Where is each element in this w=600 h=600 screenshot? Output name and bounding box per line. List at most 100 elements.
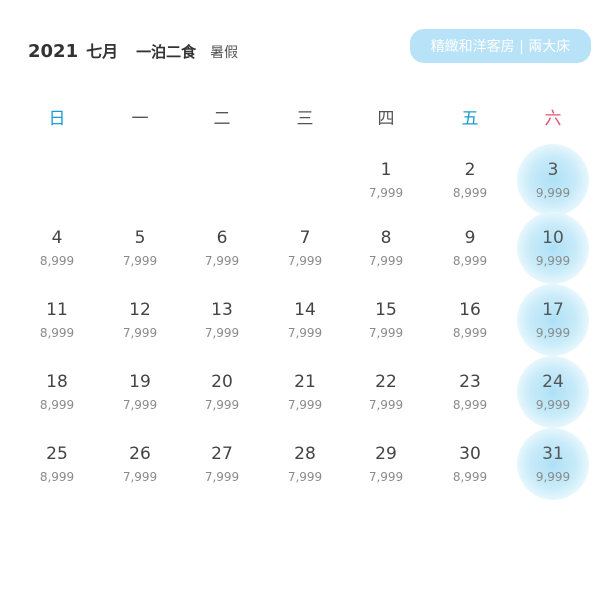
day-price: 7,999 [368, 326, 404, 340]
calendar-day-cell[interactable]: 20 7,999 [187, 362, 257, 422]
calendar-day-cell[interactable]: 11 8,999 [22, 290, 92, 350]
weekday-label: 三 [296, 109, 314, 129]
day-number: 20 [211, 372, 233, 392]
calendar-day-cell[interactable]: 25 8,999 [22, 434, 92, 494]
day-price: 7,999 [122, 470, 158, 484]
weekday-label: 一 [131, 109, 149, 129]
day-number: 12 [129, 300, 151, 320]
day-number: 9 [464, 228, 476, 248]
day-number: 11 [46, 300, 68, 320]
day-number: 28 [294, 444, 316, 464]
calendar-day-cell[interactable]: 22 7,999 [351, 362, 421, 422]
calendar-day-cell[interactable]: 26 7,999 [105, 434, 175, 494]
weekday-label: 二 [213, 109, 231, 129]
month-label: 七月 [86, 42, 119, 61]
day-number: 17 [542, 300, 564, 320]
day-price: 9,999 [535, 326, 571, 340]
day-price: 7,999 [204, 254, 240, 268]
day-price: 9,999 [535, 254, 571, 268]
day-price: 9,999 [535, 186, 571, 200]
day-number: 26 [129, 444, 151, 464]
weekday-header-row: 日一二三四五六 [10, 104, 590, 129]
day-number: 21 [294, 372, 316, 392]
day-price: 7,999 [122, 398, 158, 412]
day-number: 16 [459, 300, 481, 320]
weekday-label: 日 [48, 109, 66, 129]
calendar-day-cell[interactable]: 24 9,999 [517, 356, 589, 428]
day-number: 4 [51, 228, 63, 248]
day-price: 7,999 [204, 470, 240, 484]
calendar-day-cell[interactable]: 19 7,999 [105, 362, 175, 422]
day-price: 8,999 [452, 470, 488, 484]
day-number: 3 [547, 160, 559, 180]
calendar-day-cell[interactable]: 23 8,999 [435, 362, 505, 422]
day-price: 7,999 [122, 254, 158, 268]
day-price: 8,999 [452, 186, 488, 200]
calendar-day-cell[interactable]: 17 9,999 [517, 284, 589, 356]
day-price: 8,999 [452, 326, 488, 340]
weekday-label: 四 [377, 109, 395, 129]
day-number: 6 [216, 228, 228, 248]
calendar-day-cell[interactable]: 30 8,999 [435, 434, 505, 494]
highlight-halo [517, 356, 589, 428]
year-label: 2021 [28, 41, 79, 62]
day-number: 25 [46, 444, 68, 464]
day-price: 7,999 [204, 398, 240, 412]
day-number: 2 [464, 160, 476, 180]
calendar-day-cell[interactable]: 10 9,999 [517, 212, 589, 284]
day-number: 22 [375, 372, 397, 392]
calendar-day-cell[interactable]: 16 8,999 [435, 290, 505, 350]
day-price: 8,999 [39, 254, 75, 268]
day-price: 8,999 [39, 398, 75, 412]
day-number: 8 [380, 228, 392, 248]
weekday-label: 五 [461, 109, 479, 129]
day-price: 7,999 [368, 470, 404, 484]
weekday-label: 六 [544, 109, 562, 129]
calendar-day-cell[interactable]: 4 8,999 [22, 218, 92, 278]
day-number: 19 [129, 372, 151, 392]
calendar-day-cell[interactable]: 6 7,999 [187, 218, 257, 278]
calendar-header: 2021 七月 一泊二食 暑假 [28, 38, 238, 62]
calendar-day-cell[interactable]: 27 7,999 [187, 434, 257, 494]
day-number: 29 [375, 444, 397, 464]
highlight-halo [517, 428, 589, 500]
day-price: 7,999 [368, 398, 404, 412]
calendar-day-cell[interactable]: 3 9,999 [517, 144, 589, 216]
day-number: 27 [211, 444, 233, 464]
day-number: 24 [542, 372, 564, 392]
day-number: 23 [459, 372, 481, 392]
day-number: 7 [299, 228, 311, 248]
day-price: 8,999 [39, 470, 75, 484]
day-price: 7,999 [122, 326, 158, 340]
day-number: 31 [542, 444, 564, 464]
day-price: 8,999 [452, 398, 488, 412]
highlight-halo [517, 144, 589, 216]
day-number: 1 [380, 160, 392, 180]
calendar-day-cell[interactable]: 29 7,999 [351, 434, 421, 494]
room-type-badge[interactable]: 精緻和洋客房 | 兩大床 [410, 29, 591, 63]
calendar-day-cell[interactable]: 8 7,999 [351, 218, 421, 278]
calendar-day-cell[interactable]: 1 7,999 [351, 150, 421, 210]
day-price: 7,999 [368, 186, 404, 200]
calendar-day-cell[interactable]: 2 8,999 [435, 150, 505, 210]
day-number: 10 [542, 228, 564, 248]
day-number: 14 [294, 300, 316, 320]
day-price: 8,999 [39, 326, 75, 340]
calendar-day-cell[interactable]: 12 7,999 [105, 290, 175, 350]
day-number: 30 [459, 444, 481, 464]
day-price: 7,999 [368, 254, 404, 268]
day-price: 9,999 [535, 398, 571, 412]
highlight-halo [517, 212, 589, 284]
plan-label: 一泊二食 [136, 43, 197, 61]
